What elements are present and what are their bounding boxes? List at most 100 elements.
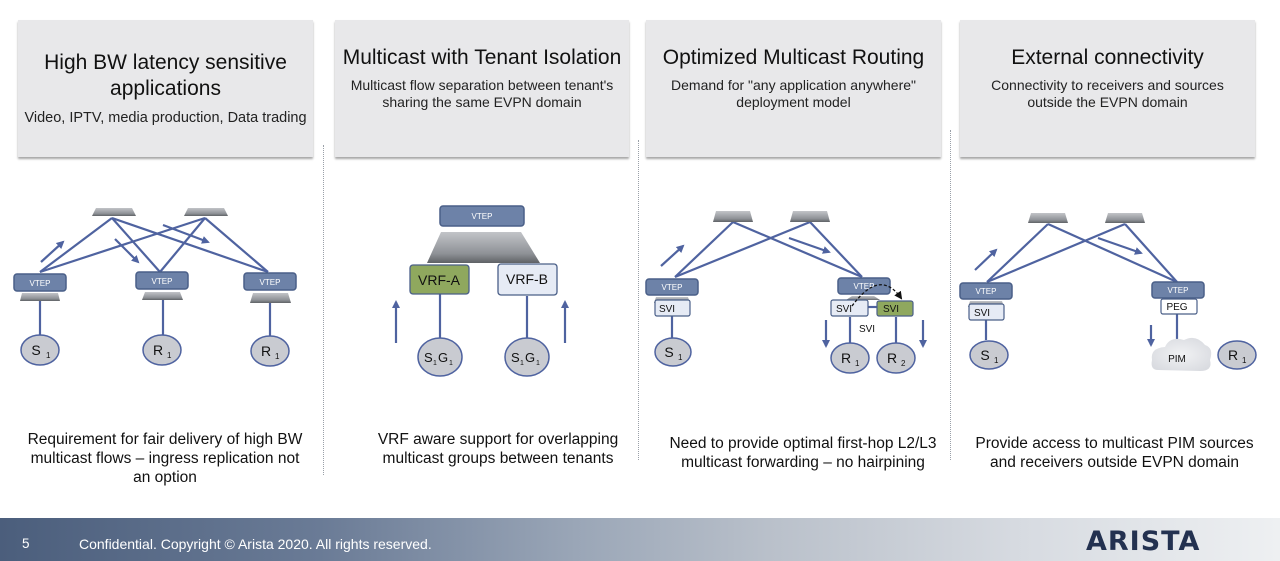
copyright-text: Confidential. Copyright © Arista 2020. A… (79, 536, 432, 552)
svg-text:1: 1 (855, 359, 860, 368)
svg-text:SVI: SVI (974, 308, 990, 319)
description-line: an option (133, 469, 197, 486)
svg-text:R: R (1228, 347, 1238, 363)
svg-text:G: G (438, 350, 448, 365)
svg-text:SVI: SVI (883, 304, 899, 315)
vtep-label: VTEP (30, 279, 51, 288)
pim-label: PIM (1168, 354, 1186, 365)
vtep-node: VTEP (13, 273, 67, 301)
card-subtitle-line2: deployment model (736, 93, 851, 110)
card-optimized-routing: Optimized Multicast Routing Demand for "… (646, 20, 941, 157)
card-title: External connectivity (1011, 45, 1204, 69)
card-high-bw: High BW latency sensitive applications V… (18, 20, 313, 157)
description-external-connectivity: Provide access to multicast PIM sources … (962, 434, 1267, 472)
card-subtitle-line2: outside the EVPN domain (1027, 93, 1188, 110)
svg-text:1: 1 (167, 351, 172, 360)
description-high-bw: Requirement for fair delivery of high BW… (10, 430, 320, 487)
vtep-node: VTEP (243, 272, 297, 303)
card-title: Optimized Multicast Routing (662, 45, 925, 69)
description-tenant-isolation: VRF aware support for overlapping multic… (342, 430, 654, 468)
network-diagrams: VTEP VTEP VTEP S 1 R 1 R 1 (13, 205, 1257, 377)
svg-text:R: R (153, 342, 163, 358)
slide-footer: 5 Confidential. Copyright © Arista 2020.… (0, 518, 1280, 561)
card-subtitle-line1: Connectivity to receivers and sources (991, 76, 1224, 93)
arista-logo: ARISTA (1086, 526, 1201, 557)
description-line: Requirement for fair delivery of high BW (27, 431, 303, 448)
description-line: and receivers outside EVPN domain (990, 454, 1239, 471)
vtep-label: VTEP (152, 277, 173, 286)
host-receiver: R 2 (876, 342, 916, 374)
arrow-icon (162, 223, 210, 244)
leaf-switch-icon (250, 293, 291, 303)
links (670, 220, 898, 345)
svg-text:1: 1 (449, 360, 453, 367)
svg-text:2: 2 (901, 359, 906, 368)
leaf-switch-icon (142, 292, 183, 300)
vtep-label: VTEP (472, 212, 493, 221)
svg-text:1: 1 (536, 360, 540, 367)
flow-arrows (660, 236, 927, 348)
routing-arrow-icon (851, 284, 903, 307)
vtep-label: VTEP (1168, 286, 1189, 295)
vtep-label: VTEP (976, 287, 997, 296)
spine-switch-icon (790, 211, 830, 222)
svg-text:R: R (841, 350, 851, 366)
spine-switch-icon (184, 208, 228, 216)
svg-text:1: 1 (994, 356, 999, 365)
svi-box-green: SVI (876, 300, 914, 317)
description-line: Need to provide optimal first-hop L2/L3 (669, 435, 937, 452)
svi-label: SVI (859, 324, 875, 335)
svg-text:VRF-A: VRF-A (418, 272, 461, 288)
card-tenant-isolation: Multicast with Tenant Isolation Multicas… (335, 20, 629, 157)
diagram-external-connectivity: VTEP SVI VTEP PEG PIM S 1 R 1 (959, 213, 1257, 371)
links (438, 294, 529, 338)
host-source: S 1 (20, 334, 60, 366)
diagram-tenant-isolation: VTEP VRF-A VRF-B S 1 G 1 S 1 (392, 205, 569, 377)
svg-text:S: S (980, 347, 989, 363)
svg-text:S: S (511, 350, 520, 365)
svg-text:PEG: PEG (1166, 302, 1187, 313)
svg-text:1: 1 (678, 353, 683, 362)
links (984, 222, 1179, 340)
pim-cloud-icon: PIM (1151, 337, 1212, 371)
diagram-high-bw: VTEP VTEP VTEP S 1 R 1 R 1 (13, 208, 297, 367)
svi-box: SVI (830, 299, 869, 317)
flow-arrows (40, 223, 210, 264)
leaf-switch-icon (846, 296, 880, 300)
vtep-node: VTEP (439, 205, 525, 227)
svg-text:1: 1 (46, 351, 51, 360)
spine-switch-icon (1028, 213, 1068, 223)
arrow-icon (40, 240, 65, 263)
card-subtitle-line1: Multicast flow separation between tenant… (350, 76, 614, 93)
host-receiver: R 1 (830, 342, 870, 374)
vtep-node: VTEP (837, 277, 891, 300)
host-receiver: R 1 (1217, 340, 1257, 370)
vtep-node: VTEP (135, 271, 189, 300)
description-line: Provide access to multicast PIM sources (975, 435, 1254, 452)
spine-switch-icon (713, 211, 753, 222)
flow-arrows (392, 300, 569, 343)
svg-text:SVI: SVI (836, 304, 852, 315)
svg-text:SVI: SVI (659, 304, 675, 315)
page-number: 5 (22, 536, 30, 551)
spine-switch-icon (92, 208, 136, 216)
svg-text:R: R (261, 343, 271, 359)
column-divider (638, 140, 639, 460)
peg-box: PEG (1160, 298, 1198, 315)
card-title: Multicast with Tenant Isolation (342, 45, 622, 69)
column-divider (323, 145, 324, 475)
flow-arrows (974, 236, 1155, 347)
vtep-node: VTEP (1151, 281, 1205, 299)
host-source: S 1 (969, 340, 1009, 370)
vtep-label: VTEP (854, 282, 875, 291)
card-title-line2: applications (110, 77, 221, 100)
host-source-group: S 1 G 1 (504, 337, 550, 377)
arrow-icon (788, 236, 831, 254)
card-subtitle-line1: Demand for "any application anywhere" (671, 76, 916, 93)
svg-text:G: G (525, 350, 535, 365)
svi-box: SVI (654, 299, 691, 317)
svg-text:1: 1 (275, 352, 280, 361)
svi-box: SVI (968, 303, 1005, 321)
arrow-icon (1097, 236, 1143, 255)
description-optimized-routing: Need to provide optimal first-hop L2/L3 … (648, 434, 958, 472)
